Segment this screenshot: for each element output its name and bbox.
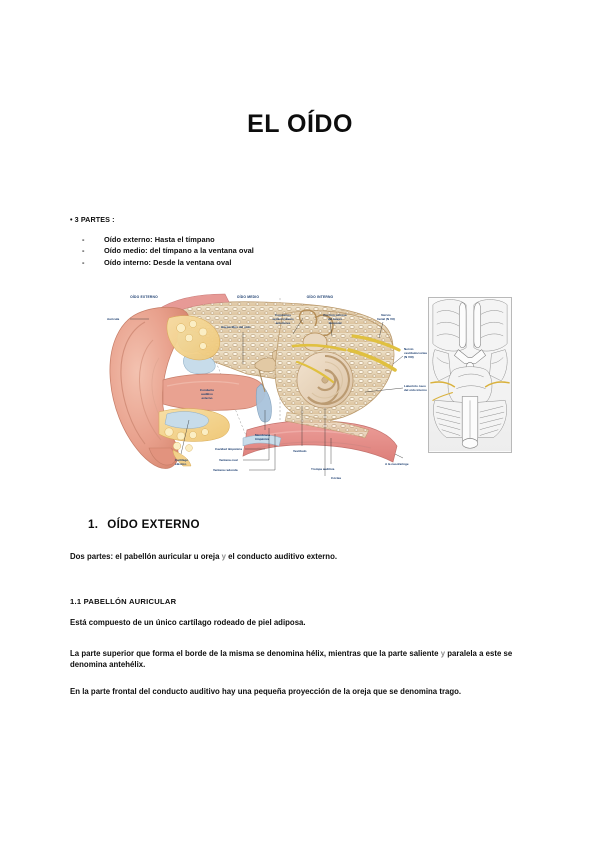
- figure-label-nervio-vestibulococlear: Nervio: [404, 347, 414, 351]
- paragraph-text-a: Dos partes: el pabellón auricular u orej…: [70, 551, 220, 561]
- svg-text:timpánica: timpánica: [255, 437, 270, 441]
- paragraph-helix: La parte superior que forma el borde de …: [70, 648, 538, 671]
- ear-anatomy-figure-group: .lb { font-family:"Liberation Sans",sans…: [97, 288, 539, 488]
- list-item: - Oído interno: Desde la ventana oval: [70, 257, 530, 269]
- figure-label-ventana-redonda: Ventana redonda: [213, 468, 238, 472]
- paragraph-text-a: La parte superior que forma el borde de …: [70, 648, 439, 658]
- paragraph-composicion: Está compuesto de un único cartílago rod…: [70, 617, 306, 627]
- bullet-heading: •3 PARTES :: [70, 215, 530, 225]
- dash-marker-icon: -: [82, 234, 85, 244]
- section-heading-oido-externo: 1. OÍDO EXTERNO: [88, 518, 200, 531]
- list-item: - Oído externo: Hasta el tímpano: [70, 234, 530, 246]
- dash-marker-icon: -: [82, 246, 85, 256]
- figure-label-cavidad-timpanica: Cavidad timpánica: [215, 447, 242, 451]
- figure-label-porcion-petrosa: Porción petrosa: [323, 313, 347, 317]
- section-title: OÍDO EXTERNO: [107, 518, 200, 531]
- bullet-heading-label: 3 PARTES :: [74, 215, 115, 224]
- figure-label-auricula: Aurícula: [107, 317, 119, 321]
- figure-label-nasofaringe: A la nasofaringe: [385, 462, 409, 466]
- bullet-marker-icon: •: [70, 215, 73, 224]
- region-label-middle: OÍDO MEDIO: [237, 294, 259, 299]
- brainstem-inset-image: .gl { fill:none; stroke:#8c8c8c; stroke-…: [428, 297, 512, 453]
- paragraph-text-b: el conducto auditivo externo.: [228, 551, 338, 561]
- svg-text:externo: externo: [201, 396, 212, 400]
- paragraph-conjunction: y: [221, 551, 226, 561]
- paragraph-conjunction: y: [440, 648, 446, 658]
- list-item-label: Oído medio: del tímpano a la ventana ova…: [104, 246, 254, 256]
- region-label-inner: OÍDO INTERNO: [307, 294, 334, 299]
- svg-text:semicirculares: semicirculares: [272, 317, 294, 321]
- svg-text:(N VIII): (N VIII): [404, 355, 414, 359]
- page-title: EL OÍDO: [247, 110, 353, 138]
- intro-bullet-block: •3 PARTES : - Oído externo: Hasta el tím…: [70, 215, 530, 269]
- svg-text:temporal: temporal: [329, 321, 342, 325]
- list-item-label: Oído externo: Hasta el tímpano: [104, 234, 215, 244]
- figure-label-cartilago-elastico: Cartílago: [175, 458, 188, 462]
- figure-label-conducto-auditivo-externo: Conducto: [200, 388, 214, 392]
- section-number: 1.: [88, 518, 99, 531]
- figure-label-trompa-auditiva: Trompa auditiva: [311, 467, 335, 471]
- paragraph-trago: En la parte frontal del conducto auditiv…: [70, 686, 462, 696]
- figure-label-laberinto-oseo: Laberinto óseo: [404, 384, 426, 388]
- parts-list: - Oído externo: Hasta el tímpano - Oído …: [70, 234, 530, 269]
- svg-text:vestibulococlear: vestibulococlear: [404, 351, 427, 355]
- svg-text:elástico: elástico: [175, 462, 186, 466]
- list-item: - Oído medio: del tímpano a la ventana o…: [70, 245, 530, 257]
- svg-text:facial (N VII): facial (N VII): [377, 317, 394, 321]
- subsection-heading-pabellon-auricular: 1.1 PABELLÓN AURICULAR: [70, 596, 177, 606]
- svg-text:del oído interno: del oído interno: [404, 388, 427, 392]
- svg-text:anteriores: anteriores: [276, 321, 291, 325]
- region-label-outer: OÍDO EXTERNO: [130, 294, 158, 299]
- figure-label-ventana-oval: Ventana oval: [219, 458, 238, 462]
- figure-label-huesecillos: Huesecillos del oído: [221, 325, 251, 329]
- ear-anatomy-diagram: .lb { font-family:"Liberation Sans",sans…: [97, 288, 427, 488]
- paragraph-dos-partes: Dos partes: el pabellón auricular u orej…: [70, 551, 538, 563]
- figure-label-coclea: Cóclea: [331, 476, 341, 480]
- figure-label-vestibulo: Vestíbulo: [293, 449, 307, 453]
- paragraph-text-b: paralela a este se denomina antehélix.: [70, 648, 513, 670]
- svg-text:del hueso: del hueso: [328, 317, 342, 321]
- svg-text:auditivo: auditivo: [201, 392, 213, 396]
- figure-label-conductos-semicirculares: Conductos: [275, 313, 291, 317]
- figure-label-membrana-timpanica: Membrana: [255, 433, 271, 437]
- list-item-label: Oído interno: Desde la ventana oval: [104, 258, 232, 268]
- dash-marker-icon: -: [82, 258, 85, 268]
- figure-label-nervio-facial: Nervio: [381, 313, 391, 317]
